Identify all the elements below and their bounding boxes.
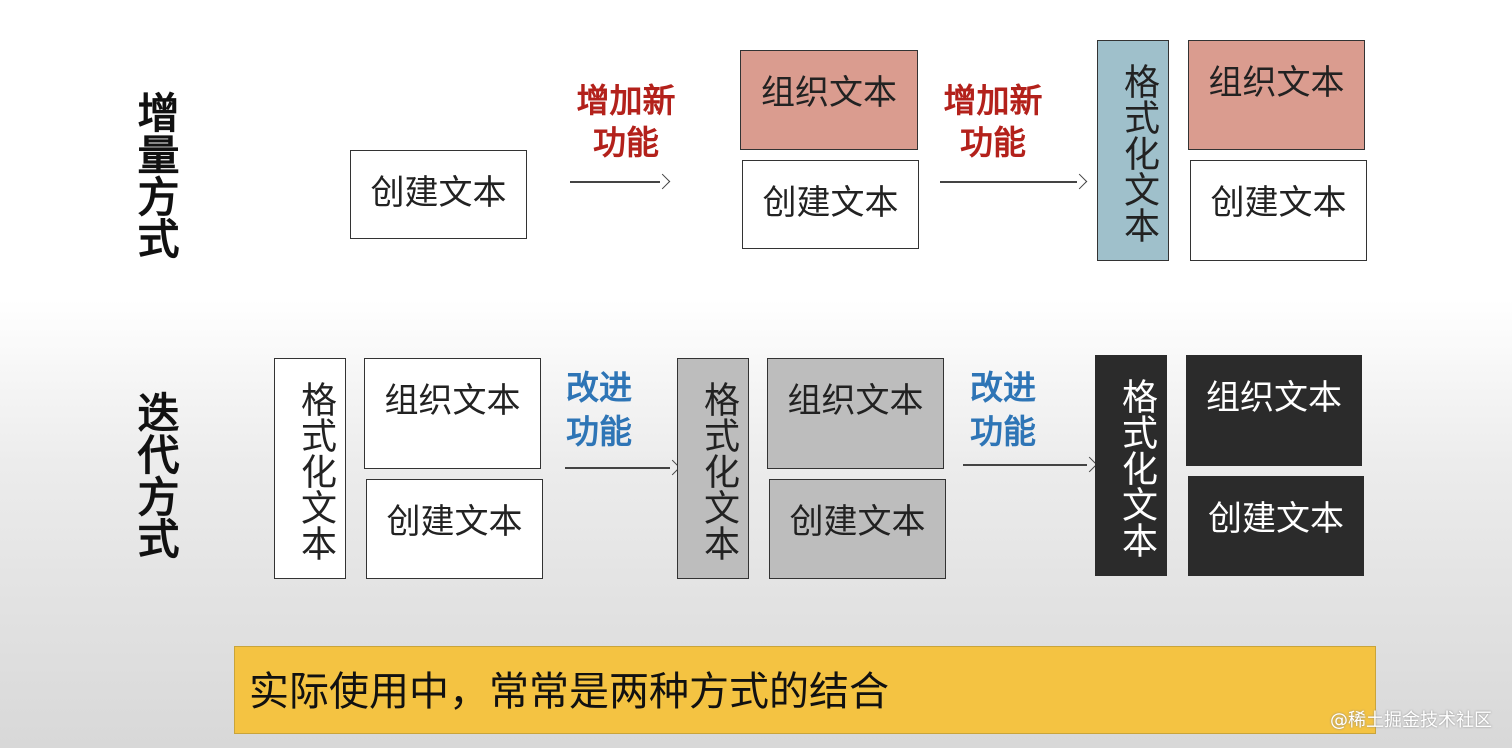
inc-step3-organize-box: 组织文本 [1188, 40, 1365, 150]
inc-step1-create-box: 创建文本 [350, 150, 527, 239]
itr-step3-organize-box: 组织文本 [1186, 355, 1362, 466]
watermark: @稀土掘金技术社区 [1330, 710, 1492, 731]
itr-arrow2 [963, 456, 1098, 473]
itr-step1-format-box: 格式化文本 [274, 358, 346, 579]
itr-arrow2-label: 改进功能 [970, 368, 1036, 451]
itr-step3-format-box: 格式化文本 [1095, 355, 1167, 576]
conclusion-banner: 实际使用中，常常是两种方式的结合 [234, 646, 1376, 734]
itr-step2-organize-box: 组织文本 [767, 358, 944, 469]
inc-step2-create-box: 创建文本 [742, 160, 919, 249]
inc-arrow1-label: 增加新功能 [576, 81, 676, 162]
itr-step1-create-box: 创建文本 [366, 479, 543, 579]
iterative-title: 迭代方式 [131, 391, 180, 559]
inc-arrow2 [940, 173, 1088, 190]
inc-step3-format-box: 格式化文本 [1097, 40, 1169, 261]
itr-step1-organize-box: 组织文本 [364, 358, 541, 469]
inc-arrow2-label: 增加新功能 [943, 81, 1043, 162]
itr-step2-create-box: 创建文本 [769, 479, 946, 579]
inc-step3-create-box: 创建文本 [1190, 160, 1367, 261]
incremental-title: 增量方式 [131, 91, 180, 259]
itr-step3-create-box: 创建文本 [1188, 476, 1364, 576]
itr-step2-format-box: 格式化文本 [677, 358, 749, 579]
inc-step2-organize-box: 组织文本 [740, 50, 918, 150]
itr-arrow1-label: 改进功能 [566, 368, 632, 451]
inc-arrow1 [570, 173, 671, 190]
itr-arrow1 [565, 459, 681, 476]
